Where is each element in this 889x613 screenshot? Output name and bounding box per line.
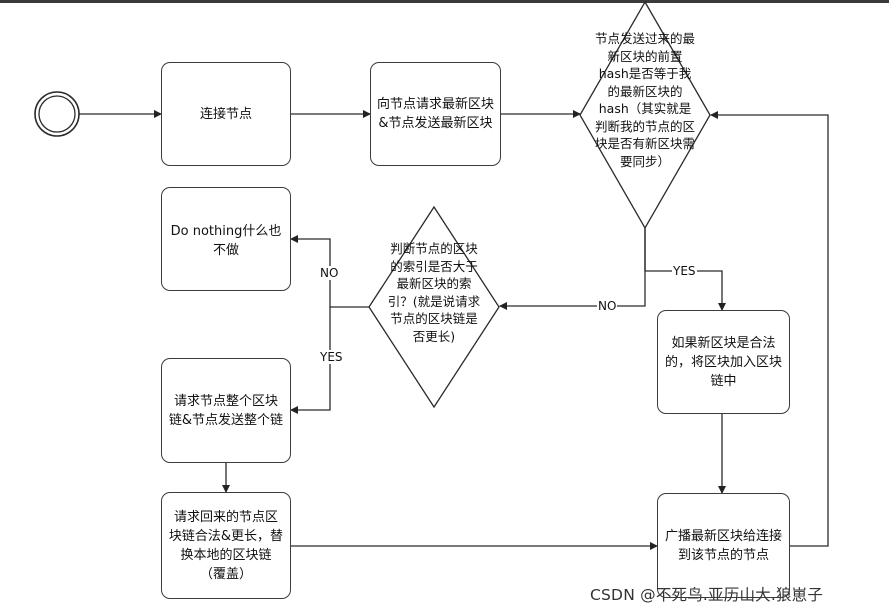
node-broadcast: 广播最新区块给连接到该节点的节点 (657, 493, 790, 598)
node-request-latest-label: 向节点请求最新区块&节点发送最新区块 (377, 97, 495, 131)
node-connect: 连接节点 (161, 62, 291, 166)
window-top-border (0, 0, 889, 3)
node-replace-chain: 请求回来的节点区块链合法&更长，替换本地的区块链（覆盖） (161, 492, 291, 599)
start-event-inner (38, 95, 76, 133)
decision-prev-hash-label: 节点发送过来的最新区块的前置hash是否等于我的最新区块的hash（其实就是判断… (595, 31, 696, 169)
node-do-nothing-label: Do nothing什么也不做 (170, 224, 282, 258)
node-broadcast-label: 广播最新区块给连接到该节点的节点 (664, 528, 782, 563)
edge-label-yes-2: YES (319, 350, 344, 364)
node-request-chain: 请求节点整个区块链&节点发送整个链 (161, 358, 291, 463)
decision-index-label: 判断节点的区块的索引是否大于最新区块的索引？(就是说请求节点的区块链是否更长) (387, 241, 481, 344)
node-request-chain-label: 请求节点整个区块链&节点发送整个链 (168, 393, 284, 428)
edge-label-no-2: NO (319, 266, 340, 280)
edge-label-no-1: NO (597, 299, 618, 313)
node-connect-label: 连接节点 (199, 106, 252, 122)
node-request-latest: 向节点请求最新区块&节点发送最新区块 (370, 62, 501, 166)
edge-broadcast-loop-back (710, 111, 829, 547)
decision-index-shape (368, 205, 500, 409)
edge-no-to-index-check (499, 228, 646, 310)
edge-label-yes-1: YES (672, 264, 697, 278)
edge-yes-to-request-chain (290, 307, 331, 414)
csdn-watermark: CSDN @不死鸟.亚历山大.狼崽子 (590, 586, 824, 604)
node-replace-chain-label: 请求回来的节点区块链合法&更长，替换本地的区块链（覆盖） (168, 509, 284, 582)
node-append-block: 如果新区块是合法的，将区块加入区块链中 (657, 310, 790, 414)
node-do-nothing: Do nothing什么也不做 (161, 187, 291, 291)
start-event-outer (34, 91, 80, 137)
node-append-block-label: 如果新区块是合法的，将区块加入区块链中 (664, 335, 782, 389)
